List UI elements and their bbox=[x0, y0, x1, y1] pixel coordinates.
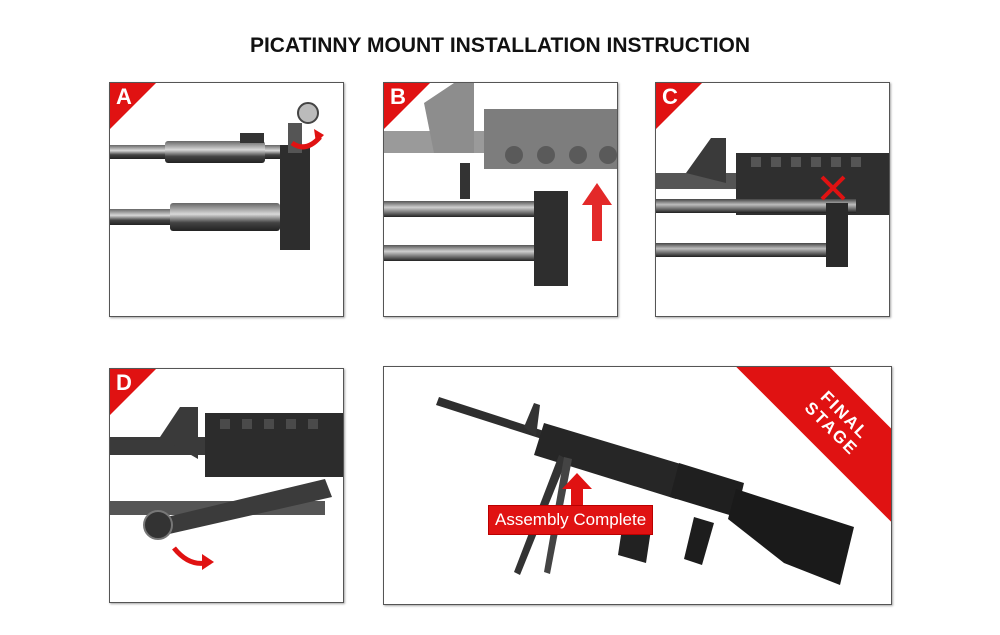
step-badge bbox=[110, 369, 156, 415]
fold-arrow-icon bbox=[172, 546, 214, 570]
step-a-panel: A bbox=[109, 82, 344, 317]
step-badge bbox=[110, 83, 156, 129]
step-badge bbox=[656, 83, 702, 129]
step-letter-d: D bbox=[116, 370, 132, 395]
step-c-panel: C bbox=[655, 82, 890, 317]
step-d-panel: D bbox=[109, 368, 344, 603]
clamp-arrow-icon bbox=[820, 175, 846, 201]
step-letter-b: B bbox=[390, 84, 406, 109]
step-b-panel: B bbox=[383, 82, 618, 317]
step-c-illustration bbox=[656, 138, 889, 267]
up-arrow-icon bbox=[582, 183, 612, 241]
assembly-complete-label: Assembly Complete bbox=[488, 505, 654, 535]
step-b-illustration bbox=[384, 83, 617, 286]
rotate-arrow-icon bbox=[290, 129, 324, 150]
page-title: PICATINNY MOUNT INSTALLATION INSTRUCTION bbox=[249, 34, 751, 57]
up-arrow-icon bbox=[562, 473, 592, 507]
step-letter-c: C bbox=[662, 84, 678, 109]
final-stage-panel: Assembly Complete FINAL STAGE bbox=[383, 366, 892, 605]
step-badge bbox=[384, 83, 430, 129]
step-d-illustration bbox=[110, 407, 343, 540]
step-letter-a: A bbox=[116, 84, 132, 109]
